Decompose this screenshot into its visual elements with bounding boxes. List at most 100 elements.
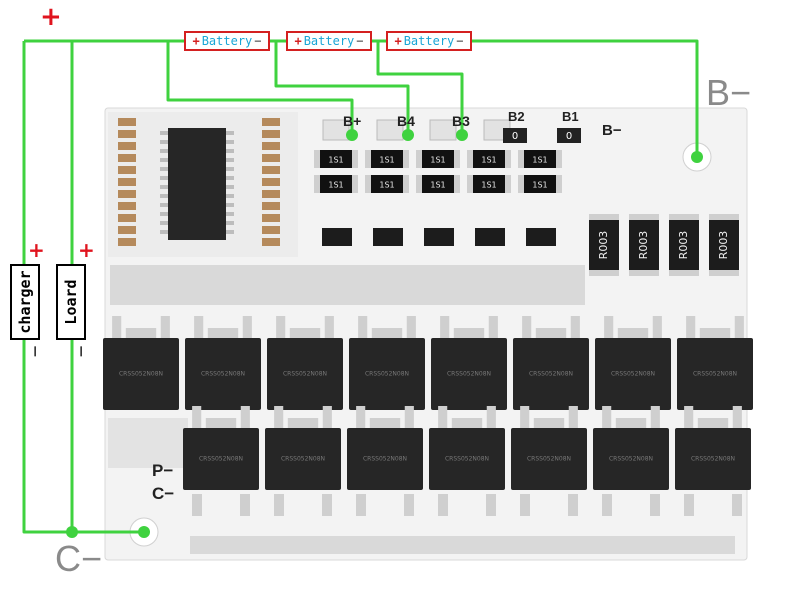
mosfet-tab: [615, 418, 647, 430]
resistor-end: [556, 150, 562, 168]
mosfet-lead: [520, 406, 530, 430]
pad-label-p-minus: P−: [152, 461, 174, 480]
mosfet-top-row: [431, 338, 507, 410]
mosfet-lead: [112, 316, 122, 340]
mosfet-lead: [440, 316, 450, 340]
ic-pin-right: [226, 149, 234, 153]
resistor-code: 1S1: [430, 156, 445, 165]
shunt-code: R003: [717, 231, 730, 260]
capacitor: [118, 130, 136, 138]
battery-1-label: Battery: [201, 34, 253, 48]
capacitor: [262, 190, 280, 198]
shunt-resistor: [629, 218, 659, 272]
wire-b4: [274, 41, 410, 135]
mosfet-lead: [356, 406, 366, 430]
wire-b3: [376, 41, 464, 135]
pad-label-b-plus: B+: [343, 113, 362, 129]
smd-resistor: [522, 150, 558, 168]
smd-resistor: [318, 150, 354, 168]
resistor-code: 1S1: [481, 181, 496, 190]
pad-label-b2: B2: [508, 109, 525, 124]
charger-plus-label: +: [28, 238, 45, 262]
mosfet-lead: [604, 316, 614, 340]
battery-2-label: Battery: [303, 34, 355, 48]
ic-pin-left: [160, 203, 168, 207]
mosfet-bottom-lead: [520, 494, 530, 516]
balance-transistor: [424, 228, 454, 246]
ic-pin-right: [226, 194, 234, 198]
battery-1-plus: +: [192, 34, 200, 48]
mosfet-code: CRSS052N08N: [281, 456, 325, 463]
resistor-code: 1S1: [481, 156, 496, 165]
mosfet-tab: [205, 418, 237, 430]
resistor-end: [416, 150, 422, 168]
control-ic: [168, 128, 226, 240]
resistor-end: [454, 150, 460, 168]
ic-pin-right: [226, 167, 234, 171]
battery-box-1: +Battery−: [184, 31, 270, 51]
mosfet-lead: [568, 406, 578, 430]
ic-pin-left: [160, 131, 168, 135]
mosfet-lead: [734, 316, 744, 340]
p-minus-pad: [108, 418, 188, 468]
zero-ohm-jumper: [557, 128, 581, 143]
mosfet-top-row: [267, 338, 343, 410]
resistor-end: [556, 175, 562, 193]
mosfet-lead: [488, 316, 498, 340]
mosfet-tab: [453, 328, 485, 340]
mosfet-tab: [207, 328, 239, 340]
resistor-end: [352, 175, 358, 193]
resistor-end: [454, 175, 460, 193]
mosfet-bottom-lead: [322, 494, 332, 516]
pad-label-c-minus: C−: [152, 484, 175, 503]
pad-label-b3: B3: [452, 113, 470, 129]
balance-transistor: [475, 228, 505, 246]
wire-junction-dot: [66, 526, 78, 538]
mosfet-bottom-lead: [732, 494, 742, 516]
resistor-end: [467, 150, 473, 168]
charger-box: charger: [10, 264, 40, 340]
mosfet-top-row: [103, 338, 179, 410]
pack-positive-label: +: [40, 2, 62, 32]
capacitor: [118, 214, 136, 222]
mosfet-lead: [650, 406, 660, 430]
battery-box-2: +Battery−: [286, 31, 372, 51]
shunt-end: [669, 214, 699, 220]
capacitor: [262, 226, 280, 234]
mosfet-bottom-lead: [650, 494, 660, 516]
mosfet-tab: [617, 328, 649, 340]
mosfet-bottom-row: [183, 428, 259, 490]
mosfet-lead: [602, 406, 612, 430]
bottom-trace-strip: [190, 536, 735, 554]
capacitor: [262, 154, 280, 162]
smd-resistor: [369, 175, 405, 193]
mosfet-tab: [535, 328, 567, 340]
resistor-end: [505, 175, 511, 193]
mosfet-code: CRSS052N08N: [363, 456, 407, 463]
mosfet-code: CRSS052N08N: [693, 371, 737, 378]
load-minus-label: −: [72, 344, 92, 359]
mosfet-lead: [240, 406, 250, 430]
smd-resistor: [471, 175, 507, 193]
mosfet-lead: [322, 406, 332, 430]
ic-pin-right: [226, 140, 234, 144]
resistor-end: [314, 150, 320, 168]
smd-resistor: [420, 150, 456, 168]
resistor-end: [416, 175, 422, 193]
mosfet-lead: [486, 406, 496, 430]
mosfet-tab: [451, 418, 483, 430]
mosfet-bottom-row: [265, 428, 341, 490]
mosfet-tab: [371, 328, 403, 340]
resistor-code: 1S1: [328, 156, 343, 165]
mosfet-code: CRSS052N08N: [445, 456, 489, 463]
load-box: Loard: [56, 264, 86, 340]
capacitor: [262, 130, 280, 138]
wire-junction-dot: [346, 129, 358, 141]
resistor-end: [403, 150, 409, 168]
mosfet-lead: [274, 406, 284, 430]
capacitor: [262, 214, 280, 222]
mosfet-code: CRSS052N08N: [611, 371, 655, 378]
resistor-code: 1S1: [430, 181, 445, 190]
